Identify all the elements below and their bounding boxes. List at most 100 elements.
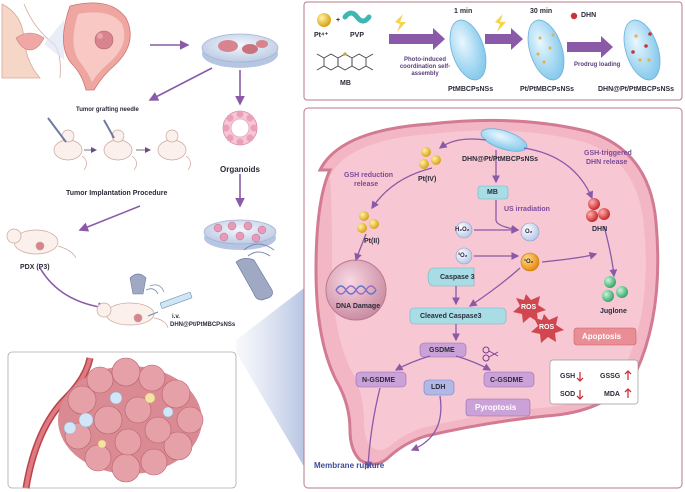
treated-mouse-illustration — [96, 302, 169, 329]
pvp-polymer-icon — [342, 10, 372, 24]
implantation-label: Tumor Implantation Procedure — [66, 190, 168, 197]
ros-label-1: ROS — [521, 304, 537, 311]
tumor-mass-illustration — [22, 357, 204, 489]
iv-label: i.v. — [172, 314, 180, 320]
caspase3-protein — [427, 267, 475, 287]
flow-arrow — [148, 67, 213, 101]
plus-label: + — [336, 17, 341, 24]
pdx-mouse-illustration — [6, 228, 77, 259]
pt2-particles — [357, 211, 379, 233]
cleaved-caspase3-label: Cleaved Caspase3 — [420, 313, 482, 320]
dna-damage-label: DNA Damage — [336, 303, 381, 310]
triplet-oxygen-molecule — [455, 247, 473, 265]
h2o2-molecule — [455, 221, 473, 239]
pyroptosis-box — [465, 398, 531, 417]
gsh-release-label: release — [354, 181, 379, 188]
gsdme-label: GSDME — [429, 347, 455, 354]
ros-burst-icon — [531, 314, 564, 343]
oxygen-molecule — [520, 222, 540, 242]
pyroptosis-label: Pyroptosis — [475, 403, 517, 412]
petri-dish-tumor — [201, 33, 279, 68]
zoom-beam — [236, 282, 312, 480]
sod-label: SOD — [560, 391, 576, 398]
pdx-label: PDX (P3) — [20, 264, 50, 271]
mechanism-arrows — [354, 138, 618, 470]
nanosheet-ptmbcps — [449, 19, 487, 81]
juglone-label: Juglone — [600, 308, 627, 315]
cleaved-caspase3-box — [409, 307, 507, 325]
mda-label: MDA — [604, 391, 620, 398]
pt4-ion-icon — [317, 13, 331, 27]
lightning-icon — [395, 14, 406, 32]
nanosheet-pt-ptmbcps — [527, 19, 565, 81]
oxygen-label: O₂ — [525, 229, 533, 235]
triplet-oxygen-label: ³O₂ — [458, 253, 468, 259]
dhn-legend-dot — [570, 12, 578, 20]
grafting-needle-label: Tumor grafting needle — [76, 107, 139, 113]
dhn-release-label: DHN release — [586, 159, 628, 166]
pvp-label: PVP — [350, 32, 365, 39]
ultrasound-probe-icon — [235, 243, 275, 301]
step-arrow — [567, 36, 613, 58]
organoids-label: Organoids — [220, 165, 261, 174]
ldh-box — [423, 379, 455, 396]
apoptosis-label: Apoptosis — [582, 332, 622, 341]
product-ptmbcpsnss-label: PtMBCPsNSs — [448, 86, 494, 93]
synthesis-panel — [303, 1, 683, 101]
membrane-rupture-label: Membrane rupture — [314, 461, 385, 470]
grafting-needle-icon — [103, 119, 115, 139]
mb-mech-label: MB — [487, 189, 498, 196]
product-pt-ptmbcpsnss-label: Pt/PtMBCPsNSs — [520, 86, 575, 93]
n-gsdme-box — [355, 371, 407, 388]
dhn-legend-label: DHN — [581, 12, 597, 19]
pt4-particles — [419, 147, 441, 169]
us-irradiation-label: US irradiation — [504, 206, 550, 213]
n-gsdme-label: N-GSDME — [362, 377, 396, 384]
step-arrow — [389, 28, 445, 50]
photo-induced-label: Photo-induced coordination self-assembly — [399, 57, 451, 78]
ldh-label: LDH — [431, 384, 446, 391]
bladder-tumor-illustration — [63, 2, 131, 91]
time-1min-label: 1 min — [454, 8, 473, 15]
dhn-molecules — [586, 198, 610, 222]
gssg-label: GSSG — [600, 373, 621, 380]
pt4-mech-label: Pt(IV) — [418, 176, 437, 183]
c-gsdme-box — [483, 371, 535, 388]
caspase3-label: Caspase 3 — [440, 274, 475, 281]
mb-label: MB — [340, 80, 351, 87]
step-arrow — [485, 28, 523, 50]
juglone-molecules — [602, 276, 628, 302]
nanosheet-in-cell — [480, 128, 528, 152]
flow-arrow — [78, 205, 141, 232]
time-30min-label: 30 min — [530, 8, 553, 15]
biomarker-box — [549, 359, 639, 405]
singlet-oxygen-molecule — [520, 252, 540, 272]
scissors-icon — [482, 346, 499, 362]
mb-molecule-icon — [316, 52, 374, 71]
ultrasound-probe-icon — [129, 273, 147, 295]
dhn-label: DHN — [592, 226, 608, 233]
grafting-needle-icon — [47, 117, 67, 143]
lightning-icon — [495, 14, 506, 32]
biomarker-arrows — [576, 370, 632, 400]
syringe-icon — [147, 292, 193, 317]
c-gsdme-label: C-GSDME — [490, 377, 524, 384]
ros-burst-icon — [513, 294, 546, 323]
human-pelvis-illustration — [1, 3, 61, 79]
mb-box — [477, 185, 509, 200]
nanosheet-label: DHN@Pt/PtMBCPsNSs — [462, 156, 539, 163]
apoptosis-box — [573, 327, 637, 346]
prodrug-loading-label: Prodrug loading — [574, 62, 621, 68]
singlet-oxygen-label: ¹O₂ — [524, 259, 534, 265]
iv-drug-label: DHN@Pt/PtMBCPsNSs — [170, 322, 236, 328]
h2o2-label: H₂O₂ — [455, 227, 470, 233]
mouse-illustration — [53, 129, 191, 171]
ros-label-2: ROS — [539, 324, 555, 331]
gsdme-box — [419, 342, 467, 358]
pt4-label: Pt⁴⁺ — [314, 32, 329, 39]
organoid-icon — [222, 110, 258, 146]
gsh-triggered-label: GSH-triggered — [584, 150, 632, 157]
pt2-label: Pt(II) — [364, 238, 380, 245]
product-dhn-loaded-label: DHN@Pt/PtMBCPsNSs — [598, 86, 675, 93]
